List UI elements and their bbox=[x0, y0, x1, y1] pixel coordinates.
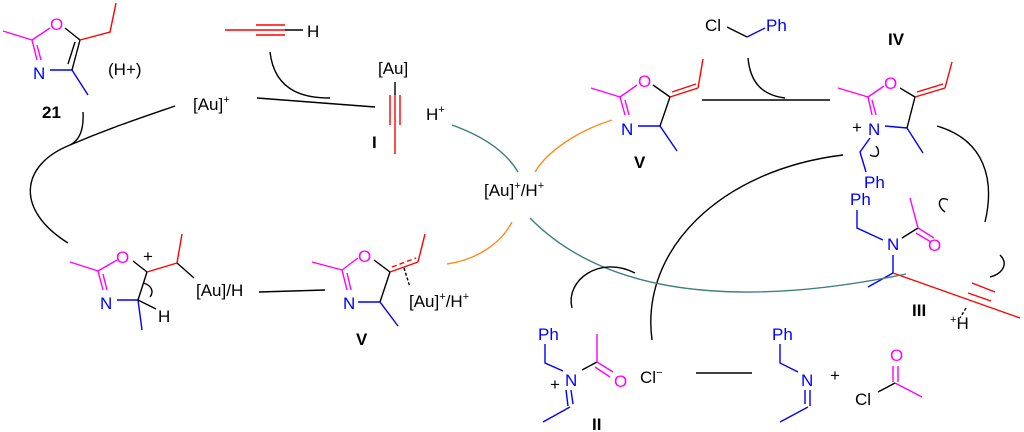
atom-n: N bbox=[100, 294, 112, 313]
atom-n: N bbox=[887, 235, 899, 254]
phenyl: Ph bbox=[864, 173, 885, 192]
alkyne-addition-arrow bbox=[269, 51, 331, 99]
label-III: III bbox=[912, 301, 926, 320]
au-h-label: [Au]/H bbox=[196, 281, 243, 300]
teal-arrow-2 bbox=[529, 217, 907, 293]
atom-cl: Cl bbox=[855, 390, 871, 409]
atom-o: O bbox=[884, 74, 897, 93]
orange-arrow-2 bbox=[446, 221, 513, 265]
benzyl-chloride-arrow bbox=[747, 57, 786, 99]
atom-o: O bbox=[890, 346, 903, 365]
atom-o: O bbox=[928, 236, 941, 255]
catalyst-label: [Au]+/H+ bbox=[409, 291, 469, 311]
atom-o: O bbox=[50, 15, 63, 34]
orange-arrow-1 bbox=[534, 119, 613, 173]
compound-21-label: 21 bbox=[42, 103, 61, 122]
label-IV: IV bbox=[888, 30, 905, 49]
atom-cl: Cl bbox=[705, 16, 721, 35]
charge-plus: + bbox=[550, 375, 560, 394]
atom-o: O bbox=[614, 372, 627, 391]
au-label: [Au] bbox=[378, 59, 408, 78]
phenyl: Ph bbox=[772, 325, 793, 344]
catalyst-regeneration-arrow bbox=[29, 105, 176, 244]
intermediate-IV: IV O + N Ph bbox=[837, 30, 953, 192]
teal-arrow-1 bbox=[451, 124, 519, 173]
coordination-arrow bbox=[256, 97, 376, 108]
atom-h: H bbox=[158, 307, 170, 326]
charge-plus: + bbox=[852, 118, 862, 137]
atom-n: N bbox=[621, 120, 633, 139]
gold-cation: [Au]+ bbox=[193, 94, 230, 114]
imine: Ph N bbox=[772, 325, 813, 423]
protodeauration-arrow bbox=[258, 289, 326, 293]
plus-sign: + bbox=[830, 366, 840, 385]
chloride-return-arrow bbox=[650, 154, 844, 341]
oxocarbenium-intermediate: O + N H [Au]/H bbox=[69, 233, 243, 331]
catalyst-center: [Au]+/H+ bbox=[484, 180, 544, 200]
intermediate-III: Ph N O III +H bbox=[850, 190, 1021, 333]
cyclization-arrow bbox=[936, 125, 990, 223]
phenyl: Ph bbox=[766, 16, 787, 35]
atom-n: N bbox=[565, 371, 577, 390]
atom-n: N bbox=[801, 371, 813, 390]
intermediate-V-bottom: O N [Au]+/H+ V bbox=[311, 233, 469, 349]
proton: +H bbox=[950, 314, 969, 333]
intermediate-I: [Au] I H+ bbox=[372, 59, 445, 154]
label-II: II bbox=[592, 415, 601, 432]
product-21-oxazole: O N (H+) 21 bbox=[2, 2, 142, 122]
benzyl-chloride: Cl Ph bbox=[705, 16, 787, 38]
product-release-arrow bbox=[69, 111, 84, 146]
charge-plus: + bbox=[143, 247, 153, 266]
intermediate-V-top: O N V bbox=[590, 58, 704, 172]
atom-o: O bbox=[638, 72, 651, 91]
acyl-addition-arrow bbox=[570, 266, 636, 309]
phenyl: Ph bbox=[538, 325, 559, 344]
terminal-alkyne: H bbox=[225, 22, 319, 41]
product-acid-label: (H+) bbox=[108, 60, 142, 79]
label-I: I bbox=[372, 133, 377, 152]
atom-o: O bbox=[116, 248, 129, 267]
proton: H+ bbox=[426, 104, 445, 124]
label-V: V bbox=[634, 153, 646, 172]
intermediate-II: Ph + N O II bbox=[538, 325, 627, 432]
atom-n: N bbox=[868, 120, 880, 139]
atom-n: N bbox=[343, 294, 355, 313]
label-V: V bbox=[356, 330, 368, 349]
alkyne-h: H bbox=[307, 22, 319, 41]
chloride-anion: Cl− bbox=[640, 367, 663, 387]
phenyl: Ph bbox=[850, 190, 871, 209]
atom-n: N bbox=[33, 64, 45, 83]
acetyl-chloride: O Cl bbox=[855, 346, 923, 409]
atom-o: O bbox=[358, 247, 371, 266]
